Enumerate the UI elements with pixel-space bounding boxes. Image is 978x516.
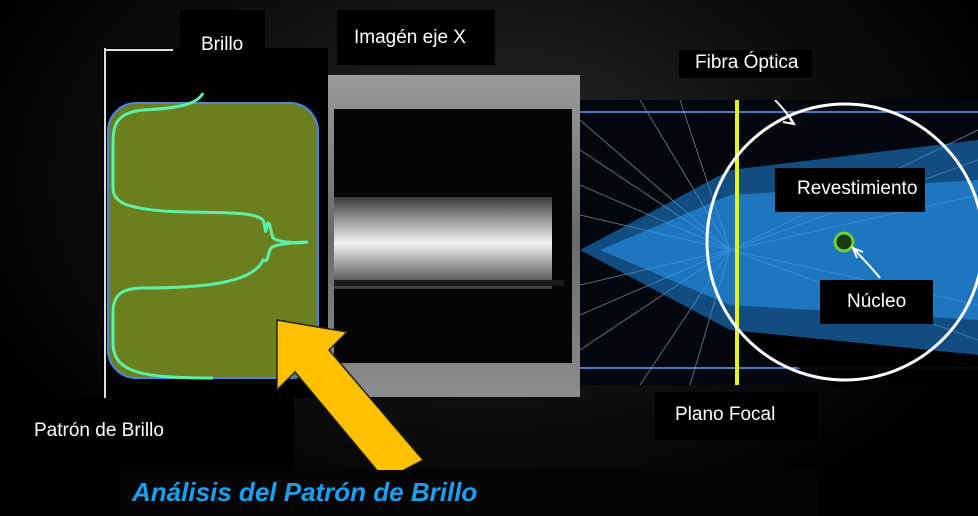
x-axis-image — [328, 75, 580, 397]
label-fibra-optica: Fibra Óptica — [679, 50, 813, 78]
title-bar — [120, 470, 820, 516]
label-patron-de-brillo: Patrón de Brillo — [10, 398, 294, 472]
core-pointer-arrow-icon — [854, 249, 881, 279]
label-nucleo: Núcleo — [820, 280, 934, 324]
brightness-pattern-graphic — [104, 48, 319, 398]
cladding-circle — [705, 102, 978, 382]
page-title: Análisis del Patrón de Brillo — [132, 477, 478, 507]
label-revestimiento: Revestimiento — [775, 168, 926, 212]
label-plano-focal: Plano Focal — [655, 392, 819, 440]
big-yellow-arrow-icon — [276, 319, 425, 480]
brightness-pattern-panel — [103, 48, 328, 398]
label-imagen-eje-x: Imagén eje X — [337, 10, 495, 65]
brightness-curve — [111, 92, 309, 380]
label-brillo: Brillo — [180, 10, 266, 62]
core-circle — [833, 231, 855, 253]
optical-fiber-diagram — [579, 99, 978, 386]
